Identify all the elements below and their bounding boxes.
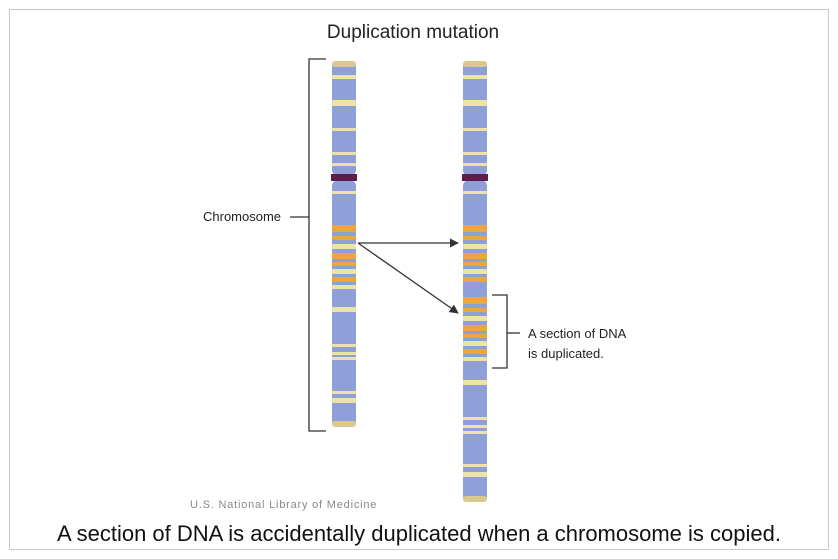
duplicated-label-line2: is duplicated. [528,346,604,361]
credit-text: U.S. National Library of Medicine [190,499,378,511]
chromosome-label: Chromosome [203,209,282,224]
chromosome-bracket [308,58,326,432]
arrow-to-duplicated-section [357,242,459,314]
diagram-title: Duplication mutation [326,22,500,43]
figure-caption: A section of DNA is accidentally duplica… [57,521,781,546]
duplicated-label-line1: A section of DNA [528,326,627,341]
centromere [331,174,357,181]
centromere [462,174,488,181]
figure-frame [9,9,829,550]
duplicated-chromosome [462,61,488,502]
original-chromosome [331,61,357,427]
duplicated-section-bracket [492,294,508,369]
